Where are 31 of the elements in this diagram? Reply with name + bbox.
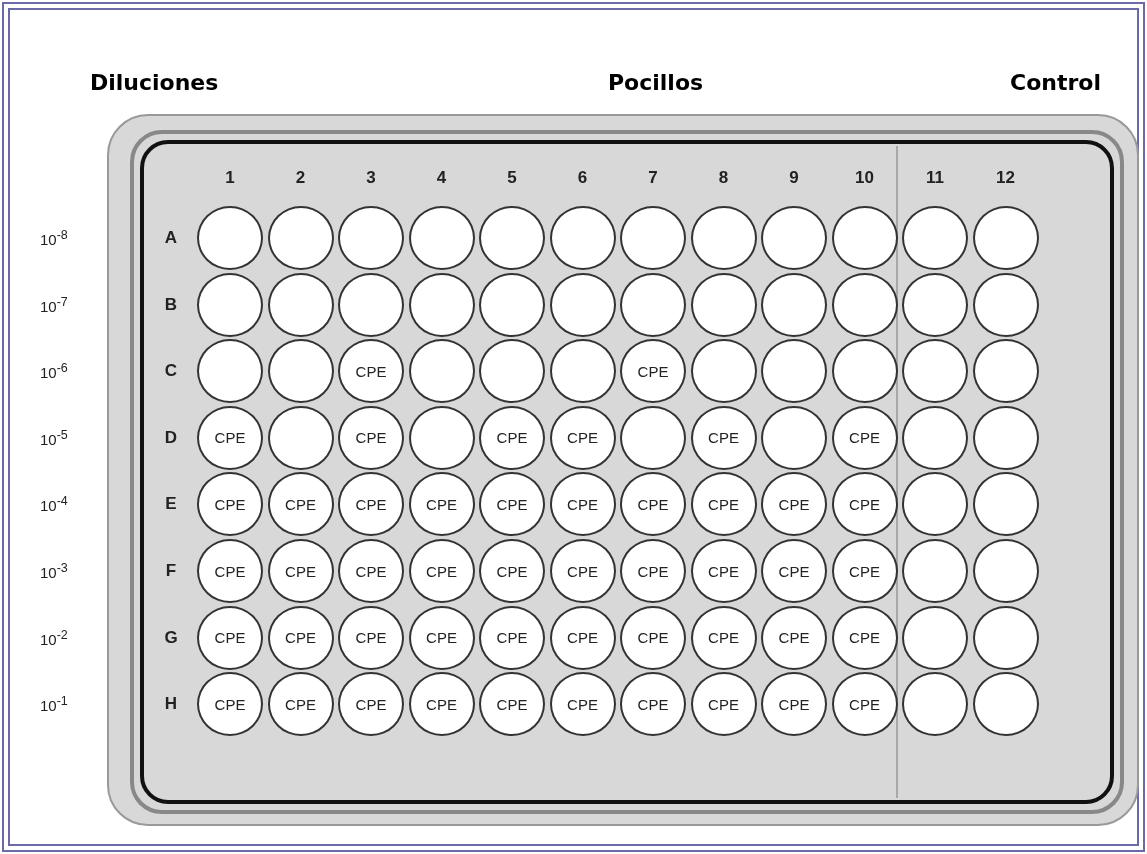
row-letter: E [165, 494, 177, 515]
column-number: 12 [996, 168, 1015, 188]
column-heading: Control [1010, 70, 1101, 95]
column-number: 9 [789, 168, 799, 188]
column-number: 5 [507, 168, 517, 188]
row-letter: G [164, 627, 178, 648]
dilution-label: 10$^{-4}$ [40, 494, 68, 515]
dilution-label: 10$^{-1}$ [40, 694, 68, 715]
column-number: 3 [366, 168, 376, 188]
row-letter: B [164, 294, 178, 315]
column-heading: Diluciones [90, 70, 219, 95]
dilution-label: 10$^{-2}$ [40, 627, 68, 648]
column-number: 2 [295, 168, 306, 188]
column-number: 1 [225, 168, 235, 188]
dilution-label: 10$^{-3}$ [40, 561, 68, 581]
column-number: 7 [648, 168, 658, 188]
dilution-label: 10$^{-8}$ [40, 228, 68, 248]
column-number: 8 [718, 168, 729, 188]
dilution-label: 10$^{-6}$ [40, 361, 68, 382]
column-number: 4 [436, 168, 447, 188]
dilution-label: 10$^{-7}$ [40, 294, 68, 315]
column-number: 10 [855, 168, 874, 188]
row-letter: H [164, 694, 178, 715]
column-number: 11 [926, 168, 944, 188]
row-letter: C [164, 361, 178, 382]
row-letter: D [164, 427, 178, 448]
row-letter: F [165, 561, 177, 581]
row-letter: A [164, 228, 178, 248]
dilution-label: 10$^{-5}$ [40, 427, 68, 448]
column-heading: Pocillos [608, 70, 704, 95]
column-number: 6 [577, 168, 588, 188]
